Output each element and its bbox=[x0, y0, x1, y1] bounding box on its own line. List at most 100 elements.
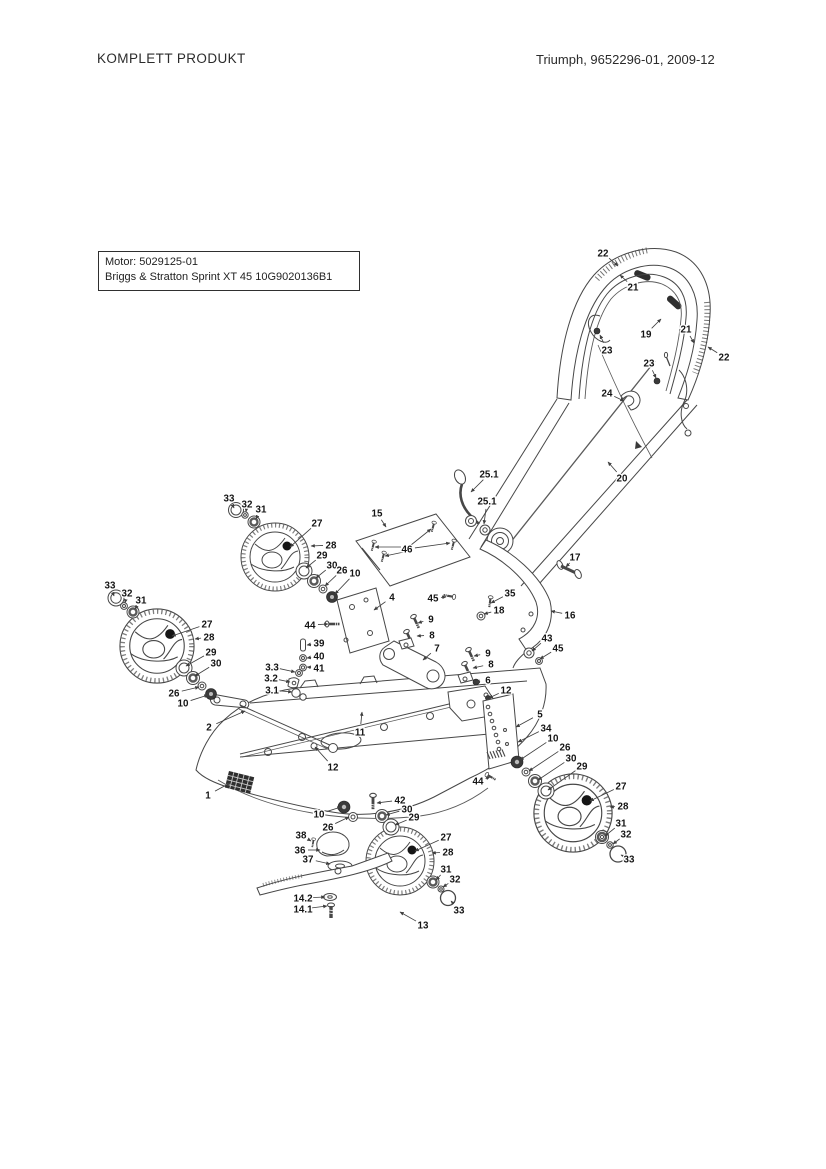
leader-46b bbox=[384, 551, 405, 558]
callout-label-32: 32 bbox=[122, 589, 133, 600]
callout-label-21: 21 bbox=[681, 325, 692, 336]
callout-leader bbox=[483, 611, 492, 615]
callout-leader bbox=[539, 651, 552, 660]
bolt-38 bbox=[309, 836, 317, 849]
callout-label-29: 29 bbox=[409, 813, 420, 824]
callout-leader bbox=[306, 642, 312, 647]
front-axle-arm bbox=[209, 693, 338, 753]
callout-label-20: 20 bbox=[617, 474, 628, 485]
handle-clamp-upper bbox=[634, 270, 651, 281]
handle-rod bbox=[501, 360, 656, 554]
callout-label-29: 29 bbox=[577, 762, 588, 773]
callout-leader bbox=[604, 827, 616, 837]
callout-label-33: 33 bbox=[624, 855, 635, 866]
callout-leader bbox=[519, 742, 547, 761]
callout-leader bbox=[279, 668, 296, 674]
callout-leader bbox=[589, 789, 614, 802]
callout-label-3.3: 3.3 bbox=[265, 663, 279, 674]
side-bracket-plate bbox=[336, 587, 390, 654]
nut-18 bbox=[476, 611, 486, 621]
callout-label-26: 26 bbox=[337, 566, 348, 577]
callout-label-33: 33 bbox=[105, 581, 116, 592]
bolt-17 bbox=[556, 560, 564, 570]
callout-label-32: 32 bbox=[242, 500, 253, 511]
callout-leader bbox=[110, 591, 115, 597]
callout-label-31: 31 bbox=[136, 596, 147, 607]
callout-leader bbox=[475, 679, 481, 684]
callout-leader bbox=[528, 751, 559, 772]
direction-arrow bbox=[635, 441, 642, 449]
callout-leader bbox=[385, 810, 400, 816]
callout-label-25.1: 25.1 bbox=[477, 497, 497, 508]
callout-label-38: 38 bbox=[296, 831, 307, 842]
callout-label-12: 12 bbox=[501, 686, 512, 697]
bellcrank-lever-assembly bbox=[453, 469, 514, 555]
callout-leader bbox=[485, 776, 491, 780]
callout-label-3.1: 3.1 bbox=[265, 686, 279, 697]
callout-leader bbox=[414, 839, 439, 852]
callout-label-14.2: 14.2 bbox=[293, 894, 313, 905]
callout-label-22: 22 bbox=[598, 249, 609, 260]
bolt-44r bbox=[483, 770, 498, 783]
callout-label-23: 23 bbox=[644, 359, 655, 370]
callout-label-41: 41 bbox=[314, 664, 325, 675]
callout-label-4: 4 bbox=[389, 593, 395, 604]
callout-label-29: 29 bbox=[317, 551, 328, 562]
callout-leader bbox=[255, 514, 260, 520]
callout-label-11: 11 bbox=[355, 728, 366, 739]
callout-leader bbox=[515, 717, 534, 728]
callout-label-45: 45 bbox=[428, 594, 439, 605]
callout-leader bbox=[707, 346, 718, 354]
callout-label-26: 26 bbox=[323, 823, 334, 834]
callout-leader bbox=[279, 689, 293, 694]
callout-leader bbox=[599, 334, 605, 343]
callout-leader bbox=[435, 874, 441, 881]
cable-end bbox=[678, 369, 688, 430]
callout-label-31: 31 bbox=[441, 865, 452, 876]
callout-label-28: 28 bbox=[326, 541, 337, 552]
bolt-35 bbox=[485, 594, 495, 609]
callout-label-8: 8 bbox=[488, 660, 494, 671]
callout-leader bbox=[185, 655, 205, 667]
callout-leader bbox=[442, 883, 449, 888]
callout-leader bbox=[216, 710, 246, 725]
callout-label-25.1: 25.1 bbox=[479, 470, 499, 481]
callout-leader bbox=[482, 508, 487, 525]
cable-bolt-right bbox=[653, 377, 661, 385]
callout-leader bbox=[537, 762, 565, 781]
callout-label-26: 26 bbox=[169, 689, 180, 700]
callout-leader bbox=[315, 569, 327, 579]
callout-label-7: 7 bbox=[434, 644, 440, 655]
callout-leader bbox=[547, 770, 576, 791]
callout-label-28: 28 bbox=[204, 633, 215, 644]
callout-leader bbox=[422, 652, 432, 661]
callout-leader bbox=[450, 900, 455, 906]
callout-label-6: 6 bbox=[485, 676, 491, 687]
callout-label-42: 42 bbox=[395, 796, 406, 807]
callout-leader bbox=[619, 274, 628, 282]
callout-leader bbox=[651, 318, 662, 329]
callout-leader bbox=[134, 604, 139, 610]
callout-leader bbox=[324, 575, 337, 587]
callout-label-12: 12 bbox=[328, 763, 339, 774]
callout-leader bbox=[608, 257, 619, 267]
motor-info-box: Motor: 5029125-01 Briggs & Stratton Spri… bbox=[98, 251, 360, 291]
callout-label-34: 34 bbox=[541, 724, 552, 735]
mulch-plate bbox=[355, 513, 471, 587]
callout-leader bbox=[612, 838, 620, 845]
callout-leader bbox=[171, 626, 200, 637]
callout-leader bbox=[194, 666, 210, 677]
callout-label-31: 31 bbox=[616, 819, 627, 830]
deck-label-grid bbox=[224, 771, 255, 794]
callout-leader bbox=[214, 782, 231, 792]
callout-label-30: 30 bbox=[566, 754, 577, 765]
callout-leader bbox=[306, 655, 312, 660]
page-title: KOMPLETT PRODUKT bbox=[97, 51, 246, 66]
callout-leader bbox=[181, 686, 200, 692]
callout-label-9: 9 bbox=[428, 615, 434, 626]
callout-label-44: 44 bbox=[473, 777, 484, 788]
callout-label-15: 15 bbox=[372, 509, 383, 520]
callout-leader bbox=[607, 461, 618, 473]
callout-leader bbox=[517, 731, 540, 743]
